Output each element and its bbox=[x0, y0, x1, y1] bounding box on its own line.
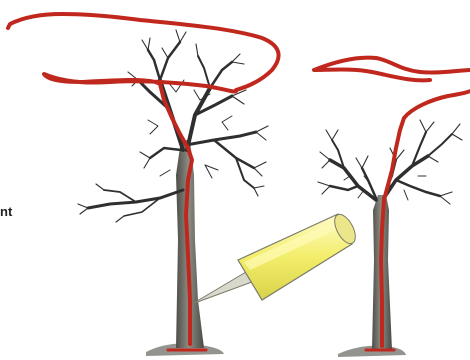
clipped-text: nt bbox=[0, 204, 12, 219]
yellow-pointer-callout bbox=[192, 211, 360, 304]
left-tree-branches bbox=[78, 30, 268, 222]
pointer-needle bbox=[192, 272, 252, 304]
right-tree-branches bbox=[318, 120, 462, 204]
